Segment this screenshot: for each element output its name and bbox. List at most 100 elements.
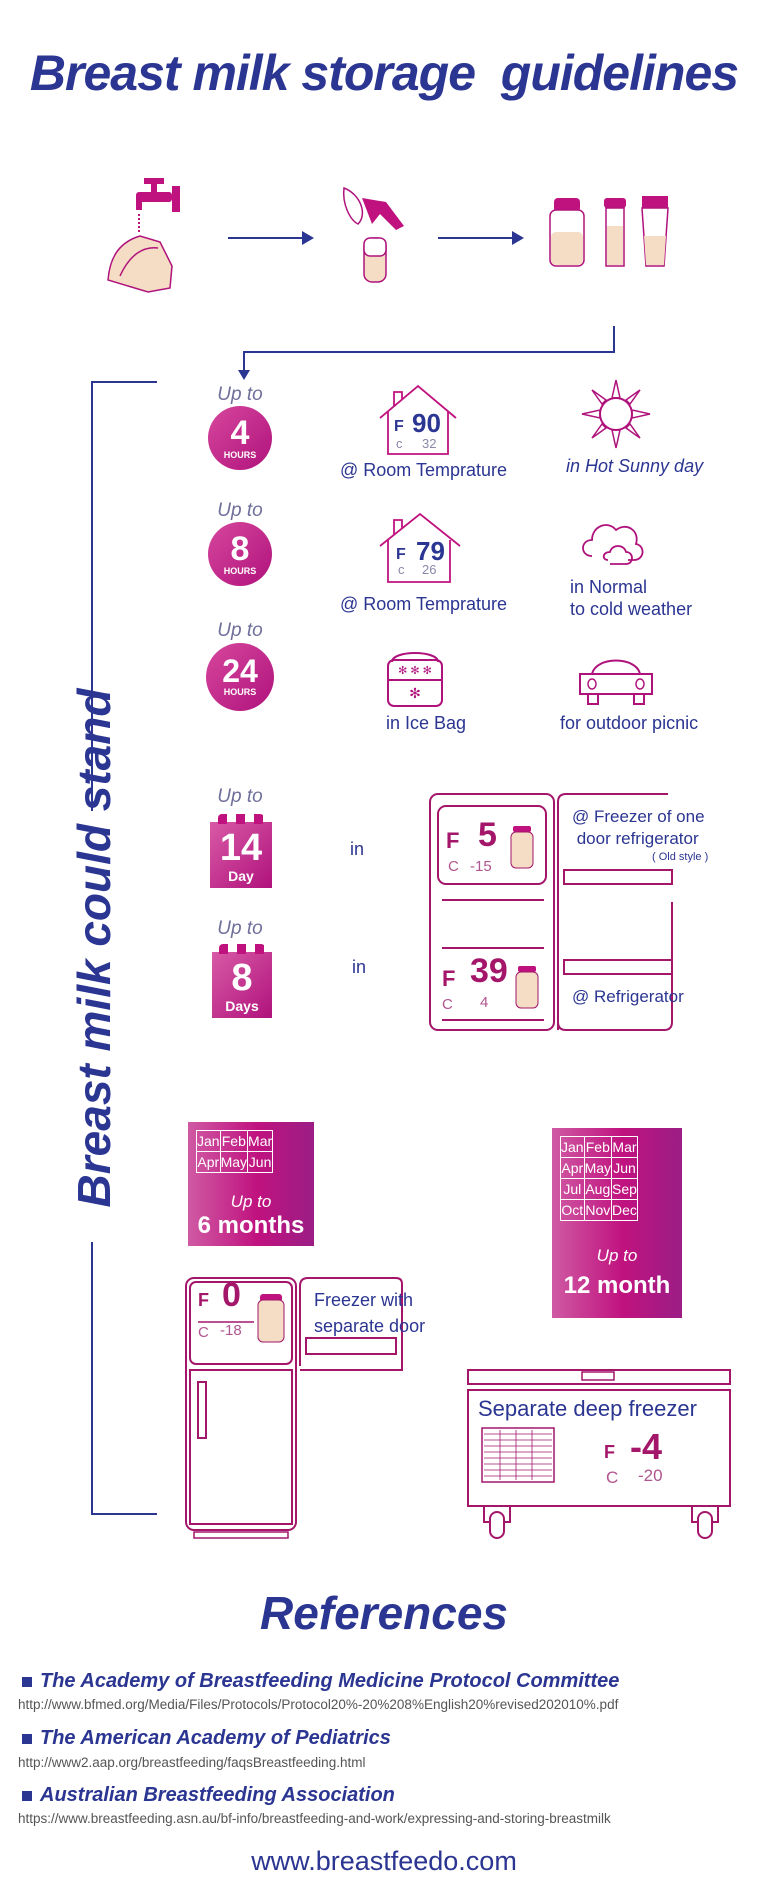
bracket-line bbox=[91, 1513, 157, 1515]
hand-washing-icon bbox=[107, 178, 180, 293]
arrow-line-2 bbox=[438, 237, 518, 239]
up-to-label: Up to bbox=[217, 620, 263, 641]
month-cell: May bbox=[219, 1151, 249, 1173]
up-to-label: Up to bbox=[230, 1192, 272, 1211]
c-value: -18 bbox=[220, 1322, 242, 1339]
days-number: 14 bbox=[219, 827, 263, 869]
bracket-line bbox=[91, 381, 157, 383]
ice-bag-icon: ✻ ✻ ✻✻ bbox=[387, 652, 443, 707]
two-door-fridge-icon bbox=[185, 1277, 403, 1539]
bullet-icon bbox=[22, 1677, 32, 1687]
one-door-fridge-icon bbox=[429, 793, 673, 1031]
f-label: F bbox=[446, 828, 460, 853]
references-heading: References bbox=[259, 1587, 509, 1639]
old-style-note: ( Old style ) bbox=[652, 851, 709, 863]
c-label: C bbox=[442, 996, 453, 1013]
sun-icon bbox=[581, 379, 651, 449]
freezer-label: @ Freezer of one door refrigerator bbox=[572, 807, 705, 848]
month-cell: Jan bbox=[560, 1136, 585, 1158]
breast-pump-icon bbox=[342, 186, 404, 283]
condition-label: for outdoor picnic bbox=[560, 713, 699, 733]
up-to-label: Up to bbox=[217, 918, 263, 939]
hours-badge: 8 HOURS bbox=[208, 522, 272, 586]
deep-freezer-label: Separate deep freezer bbox=[478, 1396, 697, 1421]
month-cell: May bbox=[583, 1157, 613, 1179]
condition-label: in Hot Sunny day bbox=[566, 456, 704, 476]
reference-url[interactable]: http://www.bfmed.org/Media/Files/Protoco… bbox=[18, 1697, 619, 1712]
month-cell: Oct bbox=[560, 1199, 585, 1221]
bracket-line bbox=[91, 1242, 93, 1515]
reference-title: Australian Breastfeeding Association bbox=[40, 1784, 395, 1806]
hours-unit: HOURS bbox=[223, 450, 257, 460]
reference-url[interactable]: http://www2.aap.org/breastfeeding/faqsBr… bbox=[18, 1755, 366, 1770]
arrow-down-icon bbox=[238, 370, 250, 380]
month-cell: Mar bbox=[247, 1130, 274, 1152]
month-cell: Dec bbox=[611, 1199, 638, 1221]
month-cell: Mar bbox=[611, 1136, 638, 1158]
days-number: 8 bbox=[231, 957, 253, 999]
cloud-icon bbox=[582, 524, 644, 565]
reference-item: The Academy of Breastfeeding Medicine Pr… bbox=[22, 1670, 619, 1693]
calendar-badge: 8 Days bbox=[212, 952, 272, 1018]
f-label: F bbox=[198, 1290, 209, 1310]
f-label: F bbox=[442, 966, 456, 991]
f-value: 5 bbox=[478, 816, 497, 854]
f-value: -4 bbox=[630, 1426, 663, 1467]
connector-line bbox=[613, 326, 615, 353]
in-label: in bbox=[352, 957, 367, 977]
reference-item: Australian Breastfeeding Association bbox=[22, 1784, 395, 1807]
arrow-head-1-icon bbox=[302, 231, 314, 245]
month-cell: Nov bbox=[583, 1199, 613, 1221]
f-label: F bbox=[604, 1442, 615, 1462]
c-label: C bbox=[606, 1468, 619, 1487]
c-value: 4 bbox=[480, 994, 489, 1011]
month-cell: Aug bbox=[583, 1178, 613, 1200]
house-icon bbox=[379, 384, 457, 455]
month-cell: Sep bbox=[611, 1178, 638, 1200]
month-cell: Feb bbox=[219, 1130, 249, 1152]
page-title: Breast milk storage guidelines bbox=[29, 45, 739, 101]
arrow-head-2-icon bbox=[512, 231, 524, 245]
reference-title: The American Academy of Pediatrics bbox=[40, 1727, 391, 1749]
hours-number: 24 bbox=[222, 653, 258, 689]
hours-unit: HOURS bbox=[223, 566, 257, 576]
reference-title: The Academy of Breastfeeding Medicine Pr… bbox=[40, 1670, 620, 1692]
f-value: 39 bbox=[470, 952, 508, 990]
up-to-label: Up to bbox=[217, 384, 263, 405]
month-cell: Jun bbox=[247, 1151, 274, 1173]
location-label: @ Room Temprature bbox=[340, 594, 508, 614]
days-unit: Days bbox=[225, 998, 259, 1014]
month-cell: Apr bbox=[560, 1157, 585, 1179]
connector-line bbox=[243, 351, 245, 373]
month-cell: Feb bbox=[583, 1136, 613, 1158]
c-label: C bbox=[448, 858, 459, 875]
calendar-rings-icon bbox=[218, 814, 264, 824]
duration-label: 6 months bbox=[197, 1212, 305, 1239]
c-label: c bbox=[396, 436, 403, 451]
in-label: in bbox=[350, 839, 365, 859]
hours-badge: 24 HOURS bbox=[206, 643, 274, 711]
car-icon bbox=[579, 659, 653, 705]
bracket-line bbox=[91, 381, 93, 811]
svg-text:✻: ✻ bbox=[409, 685, 421, 701]
hours-unit: HOURS bbox=[223, 687, 257, 697]
c-label: C bbox=[198, 1324, 209, 1341]
reference-url[interactable]: https://www.breastfeeding.asn.au/bf-info… bbox=[18, 1811, 611, 1826]
separate-door-label: Freezer with separate door bbox=[314, 1290, 426, 1336]
month-cell: Jan bbox=[196, 1130, 221, 1152]
hours-badge: 4 HOURS bbox=[208, 406, 272, 470]
condition-label: in Normal to cold weather bbox=[570, 577, 693, 619]
house-icon bbox=[379, 512, 461, 583]
c-value: -15 bbox=[470, 858, 492, 875]
f-label: F bbox=[396, 546, 406, 563]
connector-line bbox=[243, 351, 615, 353]
reference-item: The American Academy of Pediatrics bbox=[22, 1727, 391, 1750]
f-value: 90 bbox=[412, 408, 441, 438]
month-cell: Jun bbox=[611, 1157, 638, 1179]
hours-number: 8 bbox=[230, 530, 250, 568]
website-link[interactable]: www.breastfeedo.com bbox=[251, 1846, 517, 1876]
